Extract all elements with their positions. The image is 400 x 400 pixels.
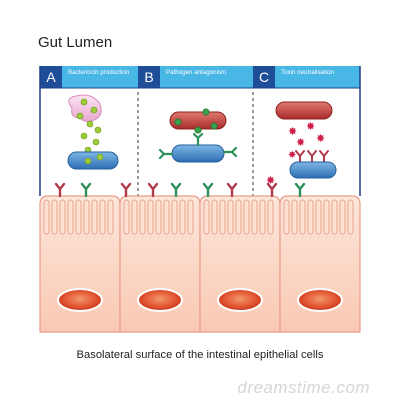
nucleus <box>57 288 103 312</box>
commensal-bacterium <box>171 144 225 163</box>
panel-c-illustration: ✸ ✸ ✸ ✸ ✸ ✸ <box>266 101 337 187</box>
panel-label-b: Pathogen antagonism <box>160 66 253 88</box>
panel-b-illustration <box>158 108 238 163</box>
watermark: dreamstime.com <box>237 378 370 397</box>
panel-letter-a: A <box>40 66 62 88</box>
panel-header-c: C Toxin neutralisation <box>253 66 360 88</box>
caption: Basolateral surface of the intestinal ep… <box>76 349 324 361</box>
panel-letter-b: B <box>138 66 160 88</box>
svg-text:✸: ✸ <box>288 150 296 161</box>
panel-label-c: Toxin neutralisation <box>275 66 360 88</box>
commensal-bacterium <box>67 151 119 170</box>
panel-frame <box>39 66 361 196</box>
panel-label-a: Bacteriocin production <box>62 66 138 88</box>
pathogen-bacterium <box>275 101 333 120</box>
svg-text:✸: ✸ <box>288 125 297 138</box>
nucleus <box>137 288 183 312</box>
panel-letter-c: C <box>253 66 275 88</box>
svg-text:✸: ✸ <box>306 120 315 133</box>
svg-text:✸: ✸ <box>316 132 325 145</box>
panel-header-a: A Bacteriocin production <box>40 66 138 88</box>
svg-text:✸: ✸ <box>296 136 305 149</box>
adhesins <box>158 132 238 160</box>
toxins: ✸ ✸ ✸ ✸ ✸ ✸ <box>266 120 325 187</box>
commensal-bacterium <box>289 161 337 179</box>
microvilli <box>43 199 354 235</box>
nucleus <box>297 288 343 312</box>
page-title: Gut Lumen <box>38 34 113 51</box>
panel-header-b: B Pathogen antagonism <box>138 66 253 88</box>
svg-text:✸: ✸ <box>266 174 275 187</box>
bacteriocin-particles <box>76 98 102 154</box>
nucleus <box>217 288 263 312</box>
antibodies <box>295 150 329 164</box>
panel-a-illustration <box>67 94 119 170</box>
